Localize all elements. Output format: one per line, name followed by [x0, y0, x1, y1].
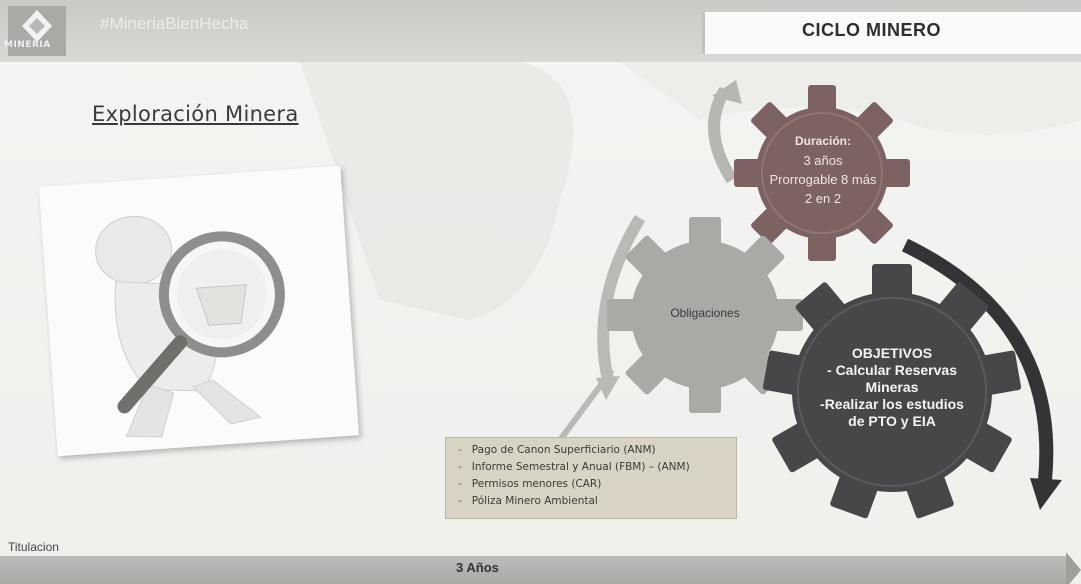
objectives-line: Mineras: [865, 379, 919, 395]
duration-heading: Duración:: [794, 134, 851, 148]
objectives-heading: OBJETIVOS: [851, 345, 933, 361]
objectives-gear-text: OBJETIVOS - Calcular Reservas Mineras -R…: [792, 345, 992, 430]
section-title: Exploración Minera: [92, 102, 299, 126]
timeline-duration: 3 Años: [456, 560, 499, 575]
duration-line: 3 años: [803, 153, 843, 168]
illustration-photo: [38, 165, 360, 457]
gear-objectives: [762, 264, 1022, 519]
curved-arrow-left: [597, 214, 646, 382]
objectives-line: -Realizar los estudios: [820, 396, 964, 412]
hashtag-text: #MineriaBienHecha: [100, 14, 249, 33]
timeline-label: Titulacion: [8, 540, 59, 554]
page-title: CICLO MINERO: [802, 20, 941, 40]
obligations-box: Pago de Canon Superficiario (ANM) Inform…: [445, 437, 737, 519]
obligations-list: Pago de Canon Superficiario (ANM) Inform…: [446, 438, 736, 510]
duration-line: Prorrogable 8 más: [769, 172, 877, 187]
gear-duration: [734, 85, 910, 261]
list-item: Pago de Canon Superficiario (ANM): [458, 442, 736, 459]
list-item: Informe Semestral y Anual (FBM) – (ANM): [458, 459, 736, 476]
magnifier-figure-icon: [95, 215, 285, 438]
title-box: [702, 12, 1081, 54]
duration-line: 2 en 2: [804, 191, 842, 206]
timeline-bar: [0, 556, 1068, 584]
gear-obligations: [607, 217, 803, 413]
diamond-logo-icon: [8, 6, 66, 56]
obligations-gear-label: Obligaciones: [670, 306, 740, 320]
timeline-arrow-icon: [1066, 552, 1081, 584]
logo-text: MINERIA: [4, 40, 51, 50]
list-item: Permisos menores (CAR): [458, 476, 736, 493]
duration-gear-text: Duración: 3 años Prorrogable 8 más 2 en …: [758, 132, 888, 208]
curved-arrow-top: [708, 86, 738, 184]
header-bar: MINERIA #MineriaBienHecha CICLO MINERO: [0, 0, 1081, 62]
curved-arrow-right: [901, 238, 1054, 481]
list-item: Póliza Minero Ambiental: [458, 493, 736, 510]
objectives-line: - Calcular Reservas: [827, 362, 957, 378]
objectives-line: de PTO y EIA: [848, 413, 936, 429]
